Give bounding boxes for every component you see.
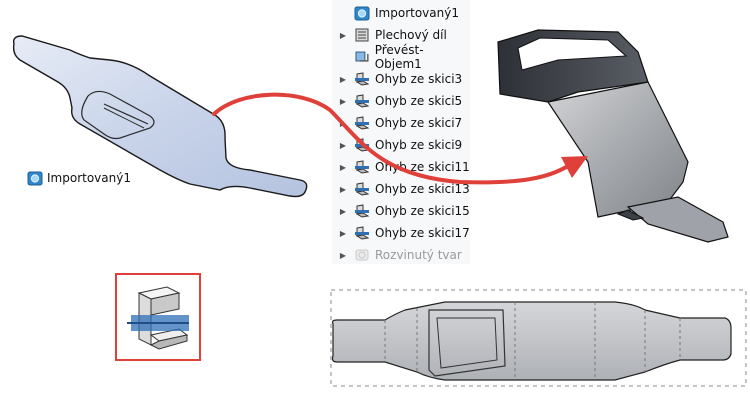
tree-item[interactable]: ▶ Ohyb ze skici17 (332, 222, 470, 244)
tree-item-label: Převést-Objem1 (374, 43, 424, 71)
expand-arrow-icon[interactable]: ▶ (339, 96, 347, 106)
tree-item-label: Ohyb ze skici17 (375, 226, 470, 240)
tree-item[interactable]: ▶ Ohyb ze skici9 (332, 134, 470, 156)
imported-body-icon (27, 171, 43, 186)
imported-body-icon (354, 6, 370, 21)
expand-arrow-icon[interactable]: ▶ (339, 184, 347, 194)
tree-item-label: Ohyb ze skici13 (375, 182, 470, 196)
tree-item[interactable]: ▶ Plechový díl (332, 24, 470, 46)
tree-item-label: Ohyb ze skici15 (375, 204, 470, 218)
tree-item-label: Ohyb ze skici7 (375, 116, 463, 130)
tree-item-label: Importovaný1 (375, 6, 459, 20)
tree-item[interactable]: ▶ Ohyb ze skici13 (332, 178, 470, 200)
expand-arrow-icon[interactable]: ▶ (339, 74, 347, 84)
sketched-bend-icon (355, 94, 370, 108)
sketched-bend-icon (355, 160, 370, 174)
tree-item[interactable]: Převést-Objem1 (332, 43, 470, 71)
tree-item-label: Ohyb ze skici3 (375, 72, 463, 86)
expand-arrow-icon[interactable]: ▶ (339, 140, 347, 150)
expand-arrow-icon[interactable]: ▶ (339, 30, 347, 40)
sheet-metal-icon (355, 28, 369, 42)
tree-item[interactable]: ▶ Ohyb ze skici3 (332, 68, 470, 90)
tree-item[interactable]: ▶ Ohyb ze skici5 (332, 90, 470, 112)
flat-pattern-drawing (330, 289, 747, 387)
tree-item-label: Ohyb ze skici11 (375, 160, 470, 174)
sketched-bend-icon (355, 72, 370, 86)
sketched-bend-icon (355, 138, 370, 152)
convert-solid-icon (355, 51, 369, 62)
tree-item[interactable]: ▶ Ohyb ze skici11 (332, 156, 470, 178)
sketched-bend-command-button[interactable] (115, 273, 201, 361)
bent-sheet-metal-part-drawing (497, 29, 729, 243)
expand-arrow-icon[interactable]: ▶ (339, 118, 347, 128)
tree-item-label: Plechový díl (375, 28, 447, 42)
sketched-bend-icon (355, 182, 370, 196)
imported-body-text: Importovaný1 (47, 171, 131, 185)
sketched-bend-icon (355, 116, 370, 130)
imported-body-label[interactable]: Importovaný1 (27, 168, 131, 188)
expand-arrow-icon[interactable]: ▶ (339, 206, 347, 216)
sketched-bend-icon (355, 204, 370, 218)
sketched-bend-icon (355, 226, 370, 240)
tree-item[interactable]: ▶ Ohyb ze skici7 (332, 112, 470, 134)
tree-item-label: Rozvinutý tvar (375, 248, 462, 262)
tree-item[interactable]: Importovaný1 (332, 2, 470, 24)
flat-pattern-icon (355, 249, 369, 261)
tree-item[interactable]: ▶ Ohyb ze skici15 (332, 200, 470, 222)
tree-item[interactable]: ▶ Rozvinutý tvar (332, 244, 470, 266)
expand-arrow-icon[interactable]: ▶ (339, 162, 347, 172)
sketched-bend-command-icon (127, 286, 189, 350)
expand-arrow-icon[interactable]: ▶ (339, 250, 347, 260)
expand-arrow-icon[interactable]: ▶ (339, 228, 347, 238)
tree-item-label: Ohyb ze skici5 (375, 94, 463, 108)
flattened-part-drawing (12, 35, 308, 198)
tree-item-label: Ohyb ze skici9 (375, 138, 463, 152)
